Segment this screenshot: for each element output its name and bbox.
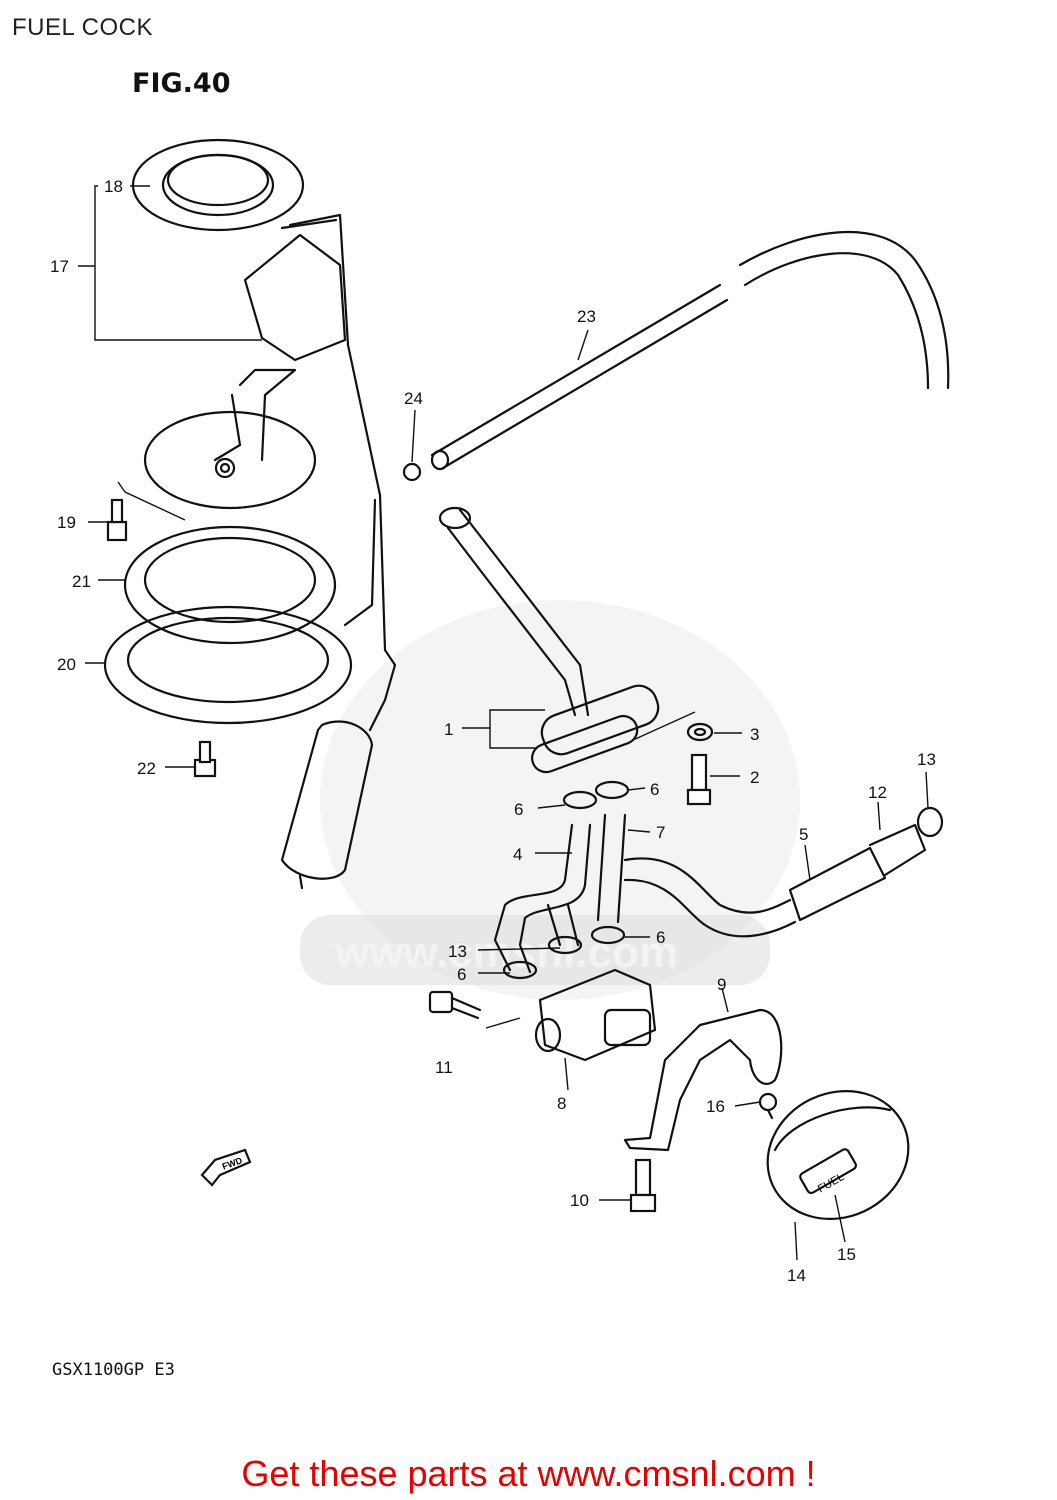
callout-19: 19 [57, 513, 76, 532]
leader-lines [78, 185, 929, 1261]
part-23-breather-hose [430, 231, 950, 471]
callout-10: 10 [570, 1191, 589, 1210]
part-callouts: 18 17 23 24 19 21 20 1 3 22 13 2 6 12 6 … [50, 177, 936, 1285]
callout-9: 9 [717, 975, 726, 994]
part-17-float [280, 720, 374, 890]
callout-22: 22 [137, 759, 156, 778]
callout-2: 2 [750, 768, 759, 787]
callout-14: 14 [787, 1266, 806, 1285]
part-11-bolt [428, 990, 482, 1020]
callout-11: 11 [435, 1058, 453, 1077]
callout-16: 16 [706, 1097, 725, 1116]
callout-13-mid: 13 [448, 942, 467, 961]
callout-6-right: 6 [650, 780, 659, 799]
part-10-bolt [629, 1158, 657, 1213]
callout-23: 23 [577, 307, 596, 326]
part-2-bolt [686, 753, 712, 806]
forward-arrow-icon: FWD [200, 1148, 252, 1187]
buy-parts-link[interactable]: Get these parts at www.cmsnl.com ! [241, 1453, 816, 1494]
part-4-hose [493, 823, 592, 974]
part-5-hose [623, 846, 887, 938]
callout-8: 8 [557, 1094, 566, 1113]
part-24-clip [402, 462, 422, 482]
callout-6-bottom: 6 [457, 965, 466, 984]
part-16-screw [758, 1092, 778, 1120]
part-20-flange [103, 605, 353, 725]
part-18-gasket [131, 138, 305, 232]
part-15-label: FUEL [799, 1148, 858, 1195]
callout-24: 24 [404, 389, 423, 408]
part-22-bolt [193, 740, 217, 778]
callout-20: 20 [57, 655, 76, 674]
callout-21: 21 [72, 572, 91, 591]
callout-5: 5 [799, 825, 808, 844]
part-9-bracket [623, 1008, 783, 1152]
part-14-cover [766, 1089, 910, 1221]
callout-1: 1 [444, 720, 453, 739]
watermark-text: www.cmsnl.com [334, 928, 678, 977]
part-17-fuel-sender [143, 213, 397, 732]
part-13-clamp [916, 806, 944, 838]
callout-4: 4 [513, 845, 522, 864]
callout-6-left: 6 [514, 800, 523, 819]
callout-7: 7 [656, 823, 665, 842]
model-code: GSX1100GP E3 [52, 1360, 175, 1380]
callout-13-top: 13 [917, 750, 936, 769]
watermark-logo: www.cmsnl.com [300, 600, 800, 1000]
figure-label: FIG.40 [132, 68, 231, 99]
page-title: FUEL COCK [12, 14, 153, 41]
callout-15: 15 [837, 1245, 856, 1264]
callout-17: 17 [50, 257, 69, 276]
callout-18: 18 [104, 177, 123, 196]
part-19-bolt [106, 498, 128, 542]
part-1-lever [438, 506, 660, 774]
callout-3: 3 [750, 725, 759, 744]
callout-6-mid: 6 [656, 928, 665, 947]
part-21-ring [123, 525, 337, 645]
callout-12: 12 [868, 783, 887, 802]
exploded-parts-diagram: www.cmsnl.com [50, 138, 950, 1285]
part-12-hose [868, 823, 927, 877]
part-3-washer [686, 722, 714, 742]
cap-label: FUEL [816, 1171, 846, 1195]
part-8-fuel-cock-body [534, 968, 657, 1062]
